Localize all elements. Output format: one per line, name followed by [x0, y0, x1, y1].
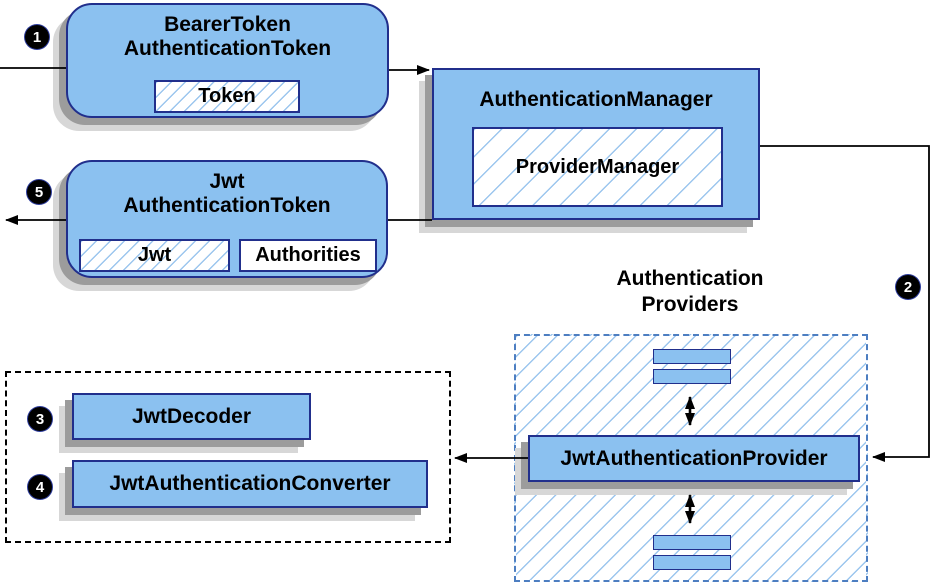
step-2-badge: 2	[896, 275, 920, 299]
jwt-decoder-node: JwtDecoder	[72, 393, 311, 440]
step-4-badge: 4	[28, 475, 52, 499]
jwt-authentication-converter-node: JwtAuthenticationConverter	[72, 460, 428, 508]
provider-manager-chip: ProviderManager	[472, 127, 723, 207]
jwt-title-line2: AuthenticationToken	[123, 194, 331, 217]
bearer-node-title: BearerToken AuthenticationToken	[68, 13, 387, 61]
step-3-badge: 3	[28, 407, 52, 431]
jwt-authentication-provider-node: JwtAuthenticationProvider	[528, 435, 860, 482]
bearer-token-authentication-token-node: BearerToken AuthenticationToken Token	[66, 3, 389, 118]
step-1-badge: 1	[25, 25, 49, 49]
authentication-providers-label: Authentication Providers	[540, 266, 840, 318]
bearer-title-line1: BearerToken	[164, 13, 291, 36]
bearer-title-line2: AuthenticationToken	[123, 37, 332, 60]
step-5-badge: 5	[27, 180, 51, 204]
jwt-authentication-token-node: Jwt AuthenticationToken Jwt Authorities	[66, 160, 388, 278]
authorities-chip: Authorities	[239, 239, 377, 272]
other-provider-rect	[653, 349, 731, 364]
jwt-title-line1: Jwt	[209, 170, 245, 193]
token-chip: Token	[154, 80, 300, 113]
providers-label-line2: Providers	[641, 293, 739, 316]
providers-label-line1: Authentication	[616, 267, 764, 290]
manager-node-title: AuthenticationManager	[434, 88, 758, 112]
manager-title: AuthenticationManager	[479, 88, 713, 111]
jwt-node-title: Jwt AuthenticationToken	[68, 170, 386, 218]
other-provider-rect	[653, 555, 731, 570]
other-provider-rect	[653, 369, 731, 384]
other-provider-rect	[653, 535, 731, 550]
jwt-chip: Jwt	[79, 239, 230, 272]
authentication-manager-node: AuthenticationManager ProviderManager	[432, 68, 760, 220]
